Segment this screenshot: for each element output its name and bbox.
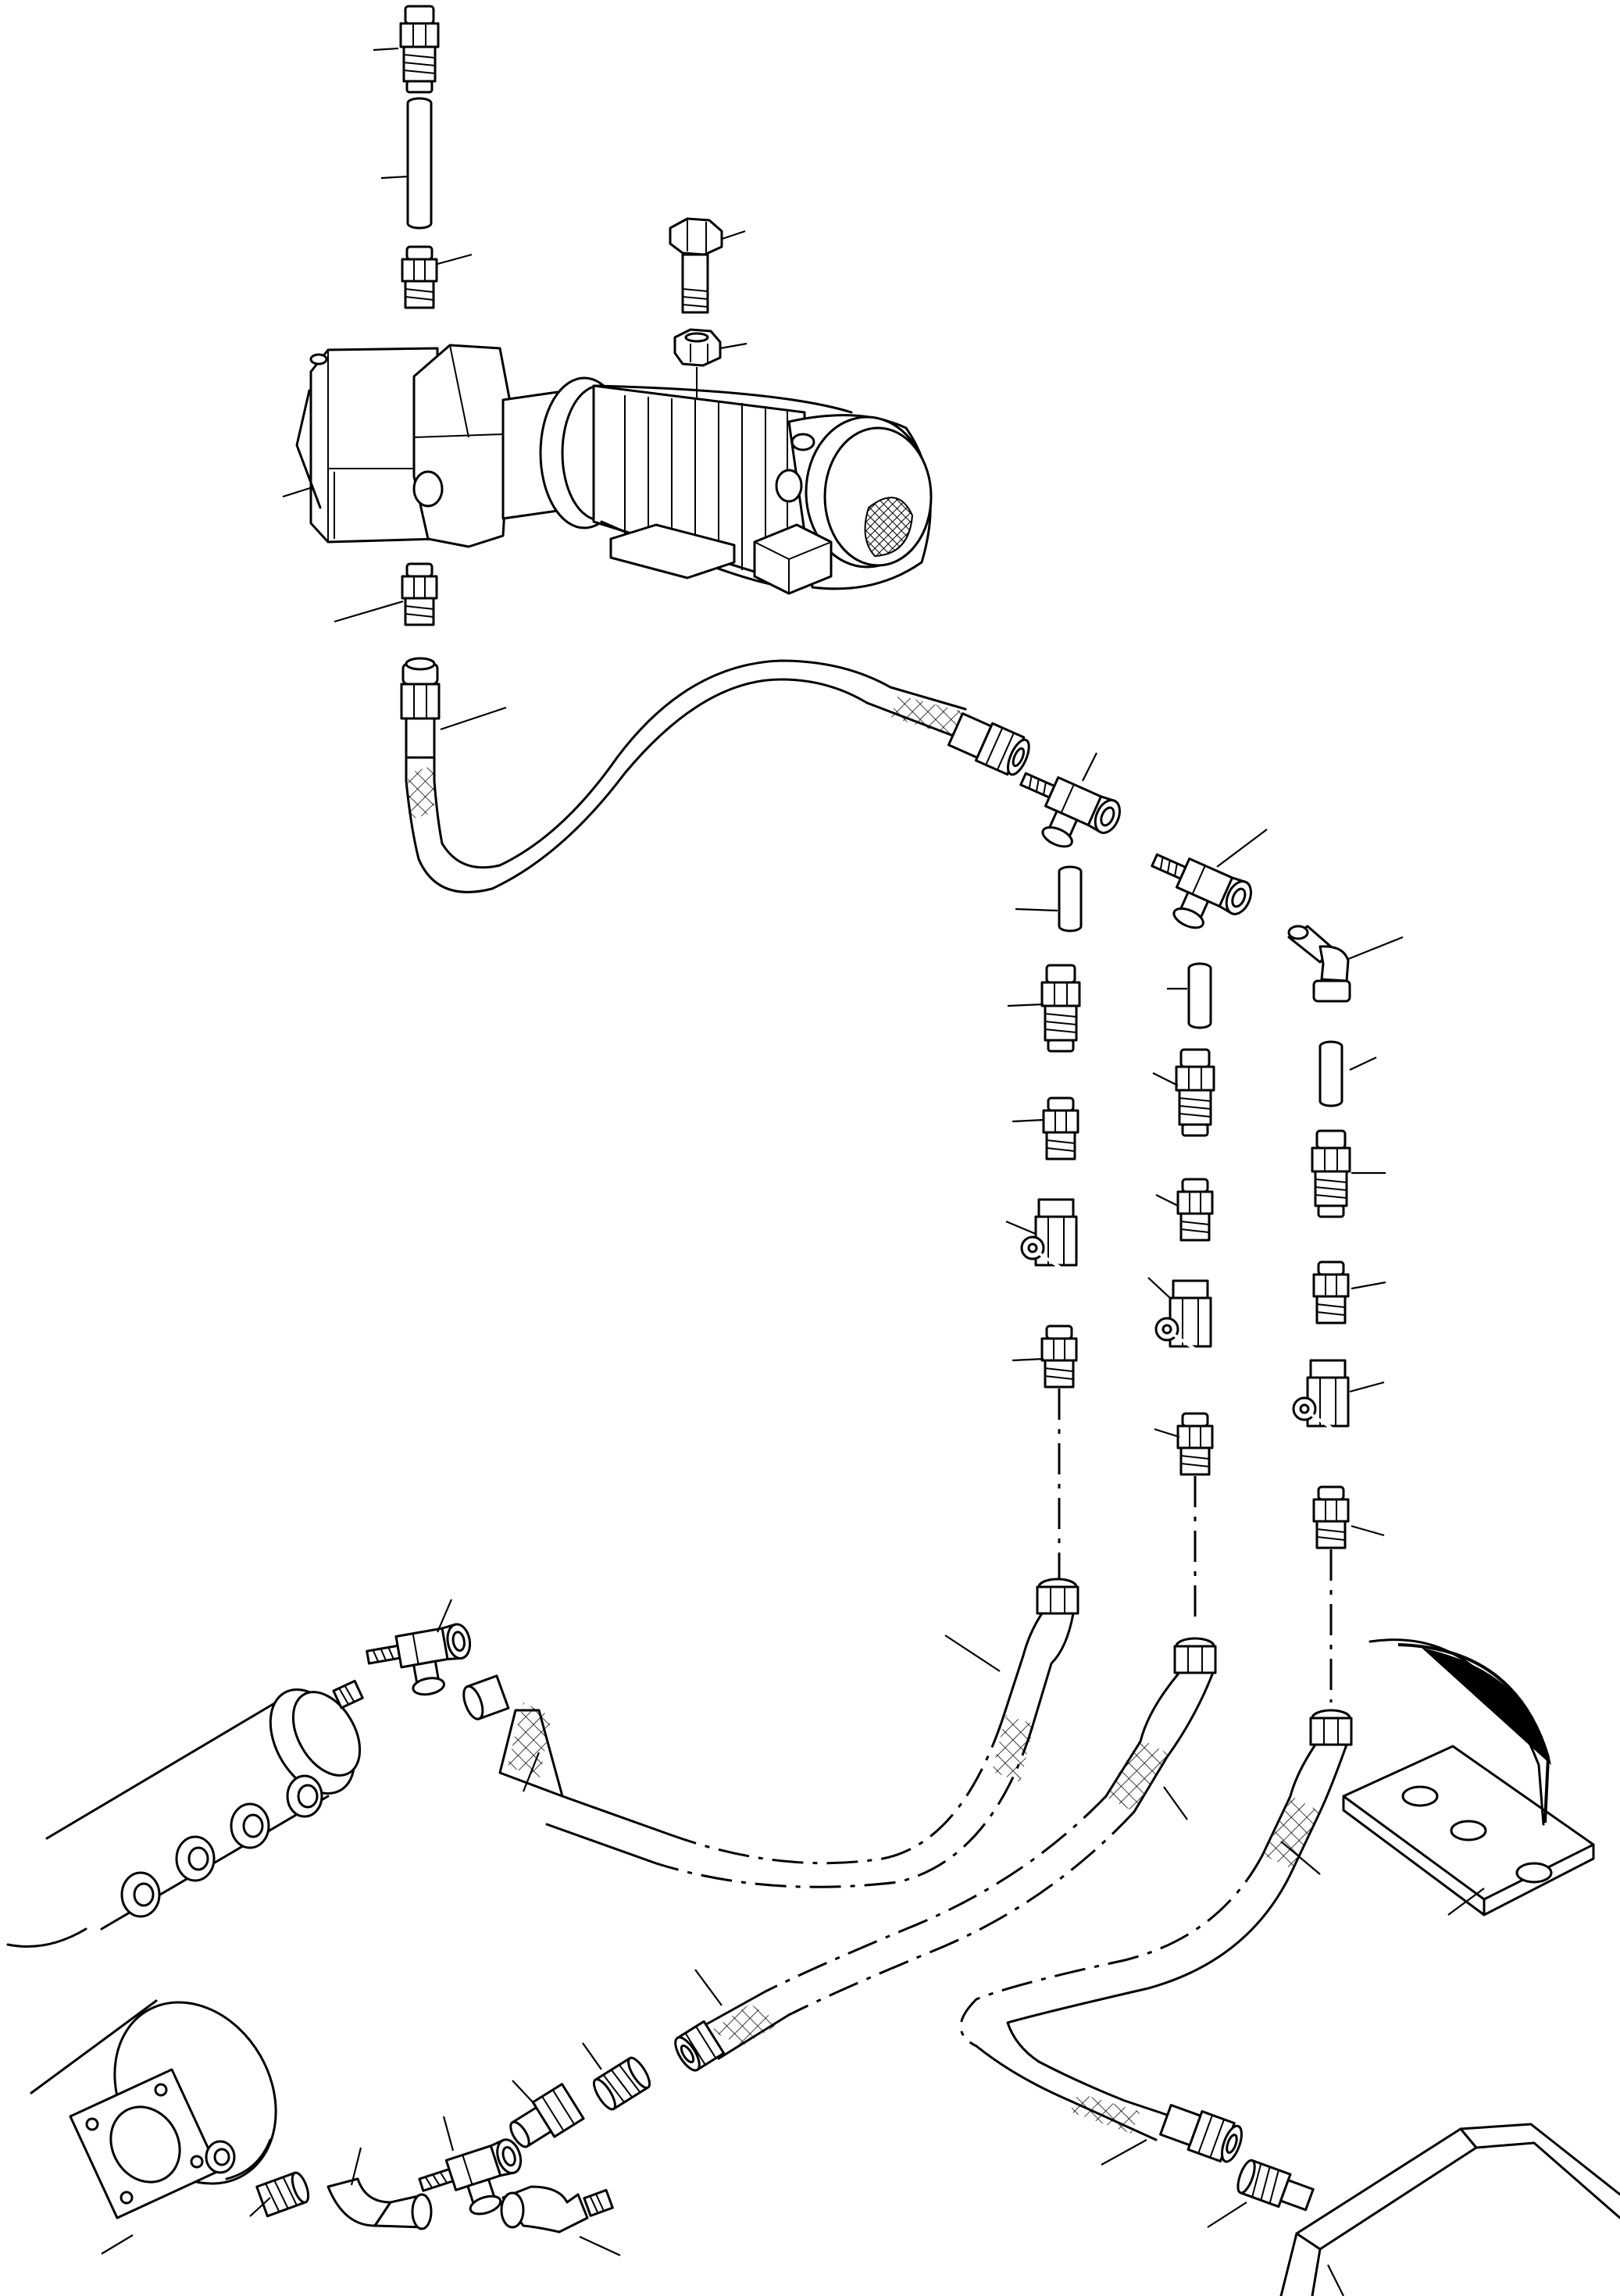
leader-line: [1216, 829, 1268, 868]
tee-fitting: [1134, 843, 1258, 947]
leader-line: [442, 2116, 455, 2152]
leader-line: [1147, 1277, 1172, 1300]
leader-line: [582, 2042, 602, 2070]
leader-line: [436, 1599, 453, 1633]
leader-line: [1154, 1428, 1180, 1439]
leader-line: [1012, 1118, 1044, 1123]
leader-line: [437, 253, 473, 266]
hydraulic-hose: [674, 1637, 1217, 2072]
branch3-fitting-b: [1312, 1260, 1350, 1324]
elbow-fitting: [326, 2177, 433, 2230]
leader-line: [380, 175, 409, 180]
hydraulic-hose: [959, 1709, 1353, 2163]
leader-line: [440, 706, 507, 731]
leader-line: [1155, 1194, 1179, 1207]
control-box: [1279, 2123, 1620, 2296]
leader-line: [1012, 1357, 1044, 1362]
hydraulic-hose: [400, 657, 1030, 893]
leader-line: [1349, 1057, 1377, 1071]
leader-line: [1280, 1841, 1321, 1875]
leader-line: [721, 230, 746, 241]
leader-line: [579, 2236, 621, 2256]
hex-nut: [673, 328, 722, 367]
leader-line: [350, 2147, 362, 2186]
leader-line: [1351, 1281, 1386, 1290]
leader-line: [249, 2197, 271, 2217]
ball-valve: [1292, 1359, 1408, 1481]
leader-line: [1007, 1003, 1044, 1007]
elbow-fitting: [500, 2185, 614, 2234]
pump-outlet-fitting: [401, 562, 438, 626]
leader-line: [1082, 752, 1097, 782]
elbow-fitting: [1287, 925, 1351, 1003]
hydraulic-cylinder: [6, 1679, 364, 1948]
leader-line: [1349, 1381, 1385, 1393]
ball-valve: [1020, 1198, 1136, 1320]
branch3-tube: [1318, 1040, 1343, 1107]
leader-line: [373, 47, 399, 52]
leader-line: [1351, 1524, 1385, 1537]
branch2-adapter: [1176, 1412, 1214, 1476]
leader-line: [1347, 936, 1404, 961]
hydraulic-cylinder: [30, 1999, 277, 2249]
tee-fitting: [363, 1621, 479, 1705]
leader-line: [512, 2080, 537, 2106]
top-fitting: [399, 5, 440, 94]
branch2-tube: [1187, 962, 1212, 1029]
mounting-bracket: [1342, 1745, 1595, 1916]
leader-line: [719, 342, 748, 350]
leader-line: [1152, 1072, 1179, 1086]
branch3-fitting-a: [1311, 1129, 1351, 1218]
hydraulic-hose: [462, 1578, 1079, 1888]
leader-line: [1207, 2202, 1247, 2228]
branch1-adapter: [1040, 1324, 1078, 1389]
leader-line: [1447, 1888, 1485, 1916]
branch2-fitting-b: [1176, 1178, 1214, 1242]
leader-line: [334, 600, 404, 623]
straight-adapter: [1236, 2159, 1315, 2212]
leader-line: [1163, 1786, 1188, 1820]
straight-adapter: [592, 2056, 651, 2111]
leader-line: [522, 1752, 541, 1792]
straight-adapter: [255, 2171, 310, 2218]
branch3-adapter: [1312, 1485, 1350, 1549]
pump-motor-assembly: [295, 344, 933, 595]
leader-line: [694, 1969, 723, 2006]
branch1-tube: [1058, 865, 1083, 932]
branch1-fitting-a: [1040, 964, 1081, 1053]
branch1-fitting-b: [1042, 1096, 1079, 1160]
ball-valve: [1154, 1279, 1270, 1401]
leader-line: [1005, 1220, 1037, 1235]
swivel-adapter: [509, 2083, 585, 2148]
hex-bolt: [669, 217, 723, 314]
suction-tube: [406, 97, 433, 230]
tee-fitting: [1003, 761, 1126, 865]
leader-line: [1015, 907, 1058, 912]
pump-inlet-fitting: [401, 245, 438, 309]
branch2-fitting-a: [1175, 1048, 1215, 1137]
leader-line: [101, 2234, 134, 2255]
leader-line: [1327, 2264, 1344, 2296]
leader-line: [944, 1635, 1001, 1672]
leader-line: [1101, 2139, 1147, 2166]
leader-line: [282, 486, 313, 498]
